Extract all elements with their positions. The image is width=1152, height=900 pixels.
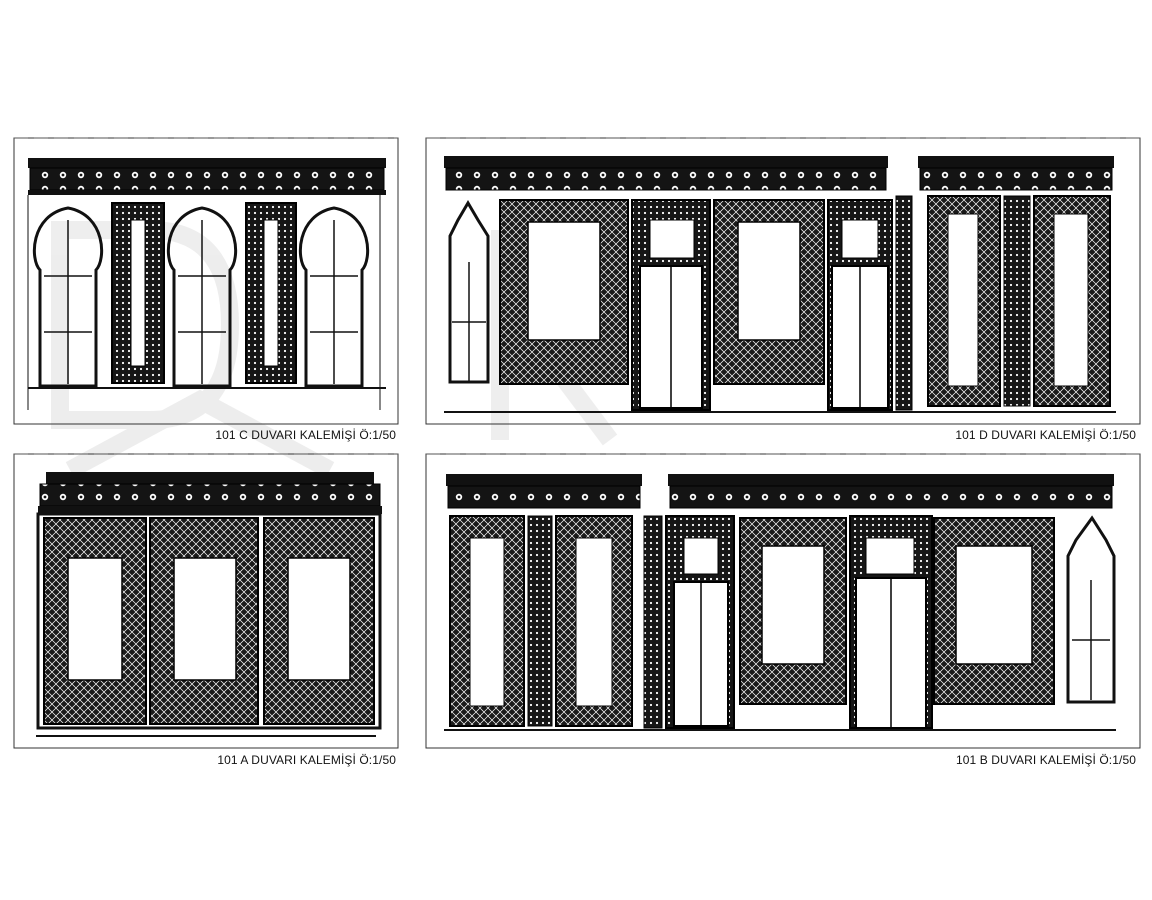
drawing-caption-101b: 101 B DUVARI KALEMİŞİ Ö:1/50 xyxy=(956,753,1136,767)
drawing-caption-101c: 101 C DUVARI KALEMİŞİ Ö:1/50 xyxy=(215,428,396,442)
elevation-101d xyxy=(444,156,1116,413)
elevation-101a xyxy=(36,472,382,737)
frame-dashes xyxy=(14,137,1140,455)
elevation-101b xyxy=(444,474,1116,731)
elevation-101c xyxy=(27,158,386,410)
drawing-caption-101a: 101 A DUVARI KALEMİŞİ Ö:1/50 xyxy=(217,753,396,767)
drawing-caption-101d: 101 D DUVARI KALEMİŞİ Ö:1/50 xyxy=(955,428,1136,442)
